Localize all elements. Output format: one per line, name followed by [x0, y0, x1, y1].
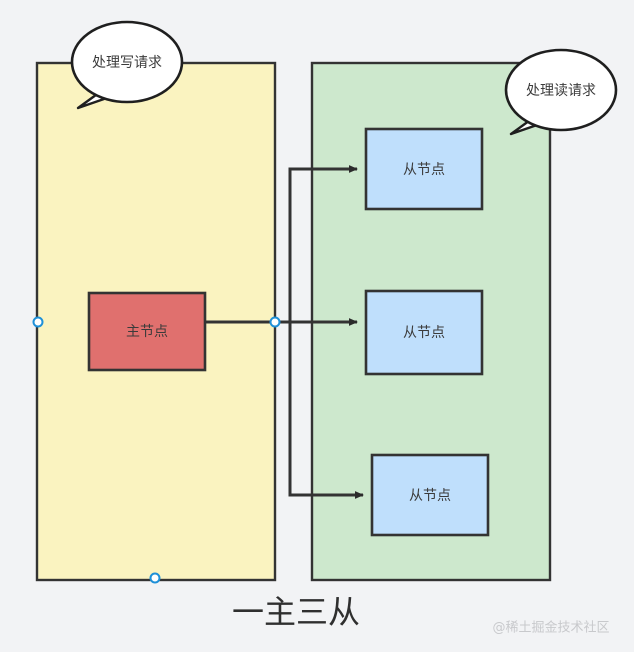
callout-read-label: 处理读请求	[526, 82, 596, 99]
slave-node-3-label: 从节点	[409, 488, 451, 504]
callout-read-bubble[interactable]	[504, 48, 618, 132]
handle-left-icon[interactable]	[32, 316, 44, 328]
callout-write[interactable]: 处理写请求	[70, 20, 184, 110]
diagram-caption: 一主三从	[232, 593, 360, 631]
slave-node-2-label: 从节点	[403, 325, 445, 341]
slave-node-1-label: 从节点	[403, 162, 445, 178]
slave-node-3-rect[interactable]	[370, 453, 490, 537]
node-slave-1[interactable]: 从节点	[364, 127, 484, 211]
selection-handles[interactable]	[32, 316, 281, 584]
connector-master-to-slave-3[interactable]	[288, 322, 364, 499]
node-master[interactable]: 主节点	[87, 291, 207, 372]
master-node-label: 主节点	[126, 324, 168, 340]
slave-node-2-rect[interactable]	[364, 289, 484, 376]
callout-write-label: 处理写请求	[92, 55, 162, 71]
watermark: @稀土掘金技术社区	[492, 620, 609, 636]
handle-mid-icon[interactable]	[269, 316, 281, 328]
connector-group	[205, 165, 364, 499]
callout-read[interactable]: 处理读请求	[504, 48, 618, 136]
node-slave-2[interactable]: 从节点	[364, 289, 484, 376]
master-node-rect[interactable]	[87, 291, 207, 372]
callout-write-bubble[interactable]	[70, 20, 184, 104]
node-slave-3[interactable]: 从节点	[370, 453, 490, 537]
handle-bottom-icon[interactable]	[149, 572, 161, 584]
slave-node-1-rect[interactable]	[364, 127, 484, 211]
